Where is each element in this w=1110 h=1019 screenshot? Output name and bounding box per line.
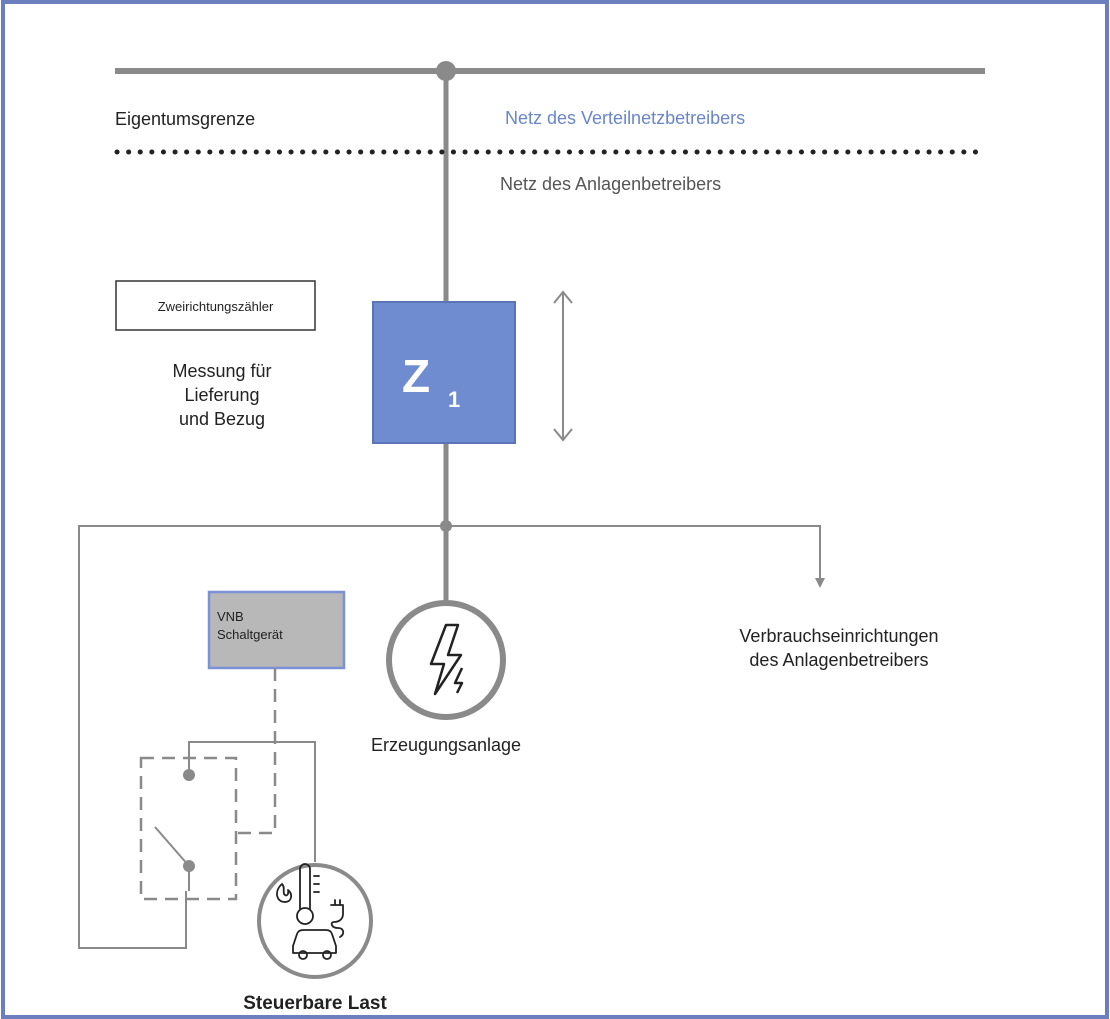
meter-letter: Z — [402, 350, 430, 402]
distribution-node — [440, 520, 452, 532]
arrow-down-head — [553, 428, 573, 442]
switch-device-line-2: Schaltgerät — [217, 627, 283, 642]
meter-index: 1 — [448, 387, 460, 412]
arrow-up-head — [553, 290, 573, 304]
consumer-line-1: Verbrauchseinrichtungen — [739, 626, 938, 646]
operator-grid-label: Netz des Anlagenbetreibers — [500, 174, 721, 194]
control-signal-line — [236, 668, 277, 835]
generation-plant-circle — [386, 600, 506, 720]
car-icon — [292, 929, 337, 954]
consumer-line-2: des Anlagenbetreibers — [749, 650, 928, 670]
generation-label: Erzeugungsanlage — [371, 735, 521, 755]
measurement-line-2: Lieferung — [184, 385, 259, 405]
meter-z1-box — [372, 301, 516, 444]
thermometer-plug-car-icon — [276, 863, 345, 960]
meter-type-box — [115, 280, 316, 331]
thermometer-icon — [299, 863, 311, 910]
load-feed-line — [188, 741, 316, 862]
measurement-line-3: und Bezug — [179, 409, 265, 429]
internal-distribution-line — [78, 525, 825, 949]
property-boundary-label: Eigentumsgrenze — [115, 109, 255, 129]
flame-icon — [276, 883, 292, 903]
measurement-line-1: Messung für — [172, 361, 271, 381]
dso-grid-label: Netz des Verteilnetzbetreibers — [505, 108, 745, 128]
switch-device-box — [207, 590, 346, 670]
switch-blade — [154, 826, 190, 867]
plug-icon — [330, 904, 345, 938]
controllable-load-label: Steuerbare Last — [243, 993, 387, 1014]
lightning-bolt-icon — [429, 623, 464, 696]
switch-contact-upper — [183, 769, 195, 781]
controllable-load-circle — [257, 863, 373, 979]
switch-device-line-1: VNB — [217, 609, 244, 624]
meter-type-label: Zweirichtungszähler — [158, 299, 274, 314]
